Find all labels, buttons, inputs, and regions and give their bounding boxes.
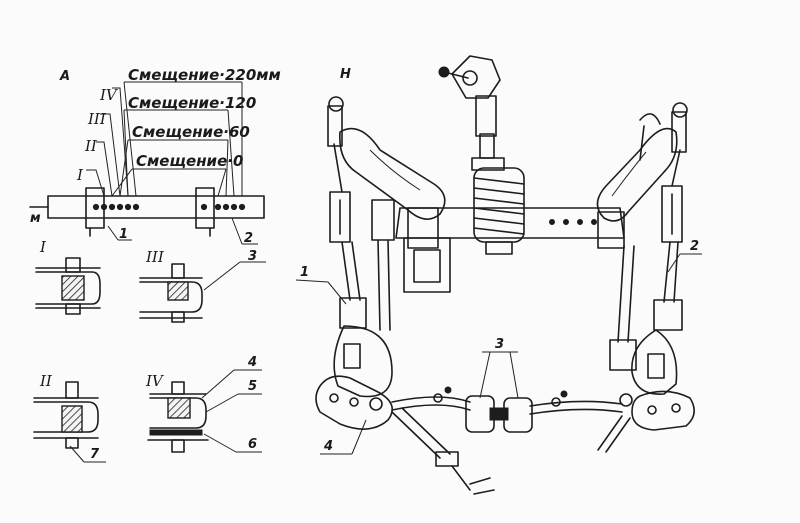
callout-leader <box>107 225 119 241</box>
offset-leaders <box>86 81 243 197</box>
panel-label-n: Н <box>340 67 351 82</box>
left-lower-bracket <box>315 325 394 430</box>
drawbar <box>29 187 265 237</box>
detail-view-ii <box>33 381 99 449</box>
detail-callout-3: 3 <box>248 249 257 264</box>
offset-label-120: Смещение·120 <box>128 94 256 112</box>
callout-leader <box>351 419 367 455</box>
offset-label-60: Смещение·60 <box>132 123 250 141</box>
detail-view-iii <box>139 263 203 323</box>
cross-beam <box>395 207 625 249</box>
right-hanger <box>609 245 637 371</box>
detail-view-iv <box>147 381 209 453</box>
left-hanger <box>371 199 451 331</box>
roman-i: I <box>76 166 84 184</box>
detail-callout-6: 6 <box>248 437 257 452</box>
right-callout-4: 4 <box>323 439 333 454</box>
offset-label-220: Смещение·220мм <box>128 66 281 84</box>
right-lower-bracket <box>619 329 695 431</box>
left-lift-arm <box>327 96 446 220</box>
detail-roman-i: I <box>39 238 47 256</box>
side-label-m: м <box>30 211 41 226</box>
detail-callout-4: 4 <box>247 355 257 370</box>
left-callout-1: 1 <box>119 227 128 242</box>
right-lift-arm <box>596 102 688 222</box>
callout-leader <box>205 393 239 413</box>
detail-callout-5: 5 <box>248 379 257 394</box>
callout-leader <box>69 445 85 463</box>
panel-label-a: А <box>59 69 70 84</box>
left-callout-2: 2 <box>244 231 253 246</box>
right-callout-1: 1 <box>300 265 309 280</box>
callout-leader <box>327 281 347 305</box>
callout-leader <box>667 253 681 273</box>
roman-iv: IV <box>99 86 119 104</box>
right-callout-2: 2 <box>690 239 699 254</box>
right-lift-rod <box>653 149 683 331</box>
top-link-assembly <box>438 55 505 171</box>
spring-assembly <box>473 167 525 255</box>
callout-leader <box>479 351 491 399</box>
detail-roman-iii: III <box>145 248 165 266</box>
detail-roman-ii: II <box>39 372 53 390</box>
roman-ii: II <box>84 137 98 155</box>
roman-iii: III <box>87 110 107 128</box>
offset-label-0: Смещение·0 <box>136 152 243 170</box>
left-lift-rod <box>329 143 367 329</box>
detail-roman-iv: IV <box>145 372 165 390</box>
callout-leader <box>295 279 329 283</box>
callout-leader <box>203 433 237 453</box>
callout-leader <box>509 351 519 399</box>
right-callout-3: 3 <box>495 337 504 352</box>
detail-view-i <box>35 257 101 315</box>
callout-leader <box>231 217 243 245</box>
lower-drawbar <box>391 386 623 433</box>
callout-leader <box>203 261 241 291</box>
drawbar-holes <box>92 203 246 211</box>
callout-leader <box>201 369 235 399</box>
bottom-stabilizers <box>391 407 631 495</box>
detail-callout-7: 7 <box>90 447 100 462</box>
